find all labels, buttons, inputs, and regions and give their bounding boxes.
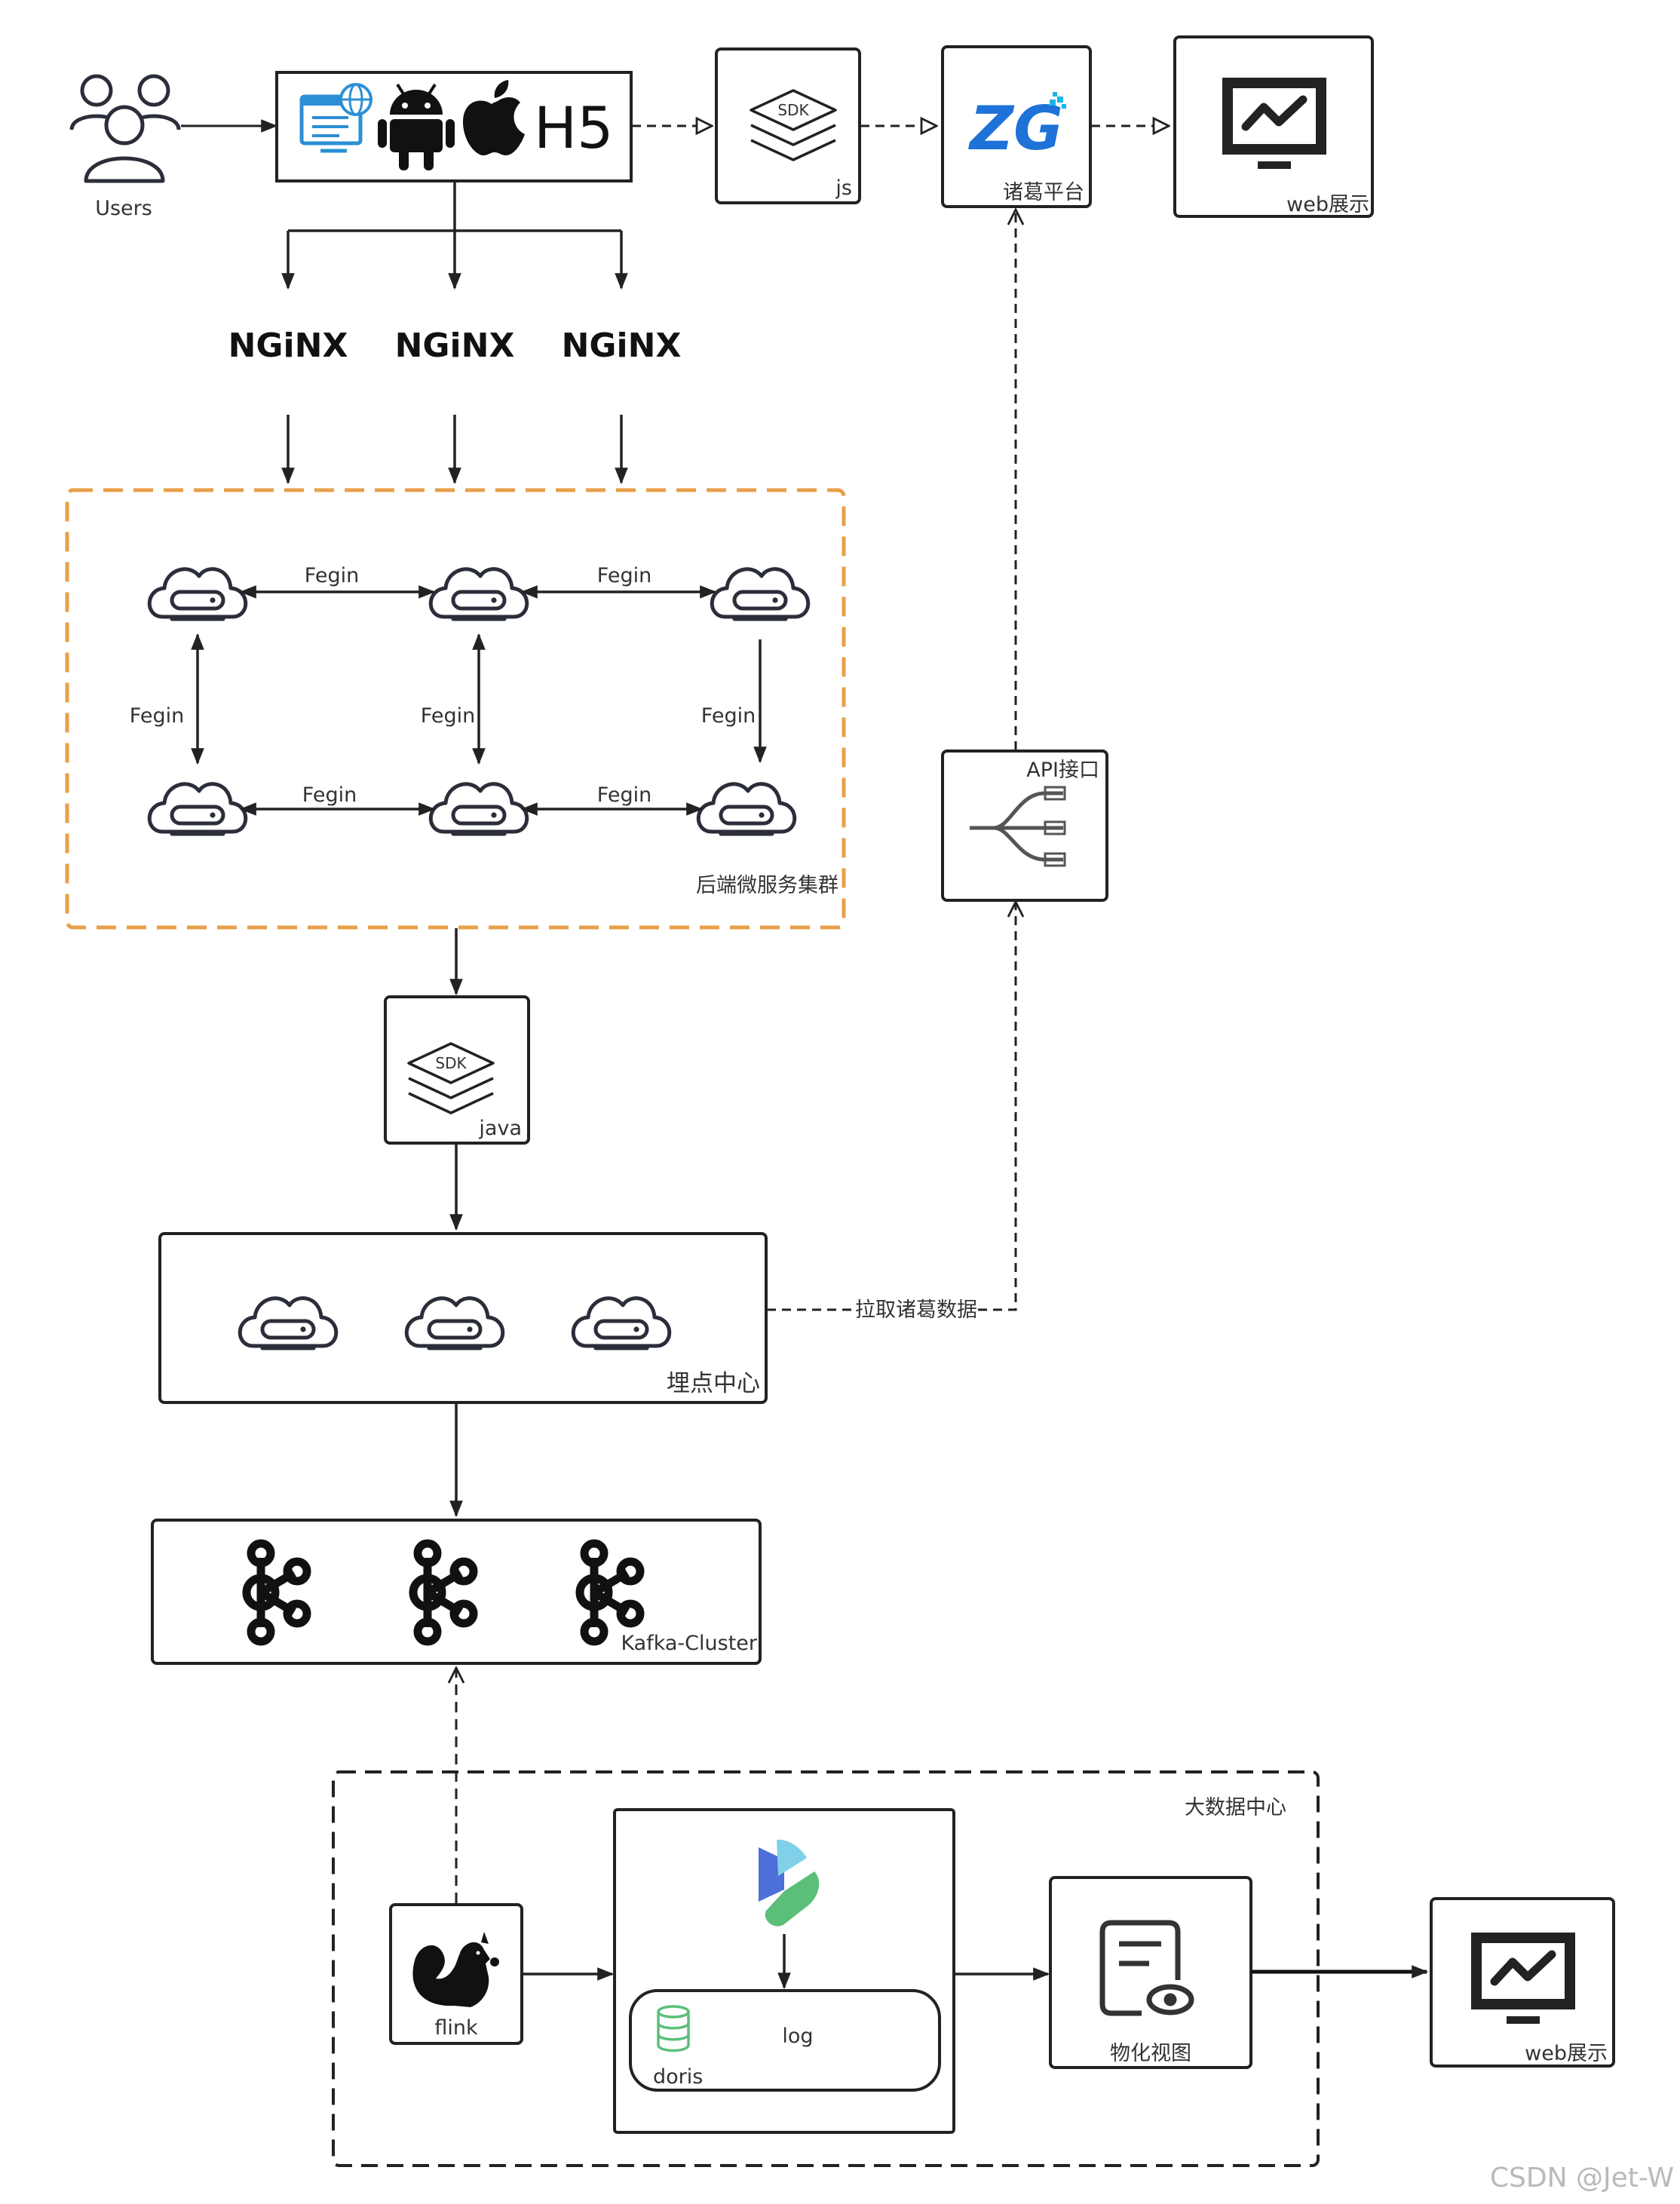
h5-label: H5 bbox=[534, 94, 614, 161]
log-label: log bbox=[782, 2025, 813, 2048]
sdk-js-node: SDK js bbox=[715, 48, 861, 204]
zg-logo: ZG bbox=[967, 93, 1063, 164]
fegin-label: Fegin bbox=[302, 783, 357, 807]
web-display-bottom-label: web展示 bbox=[1525, 2042, 1608, 2065]
database-icon bbox=[657, 2005, 690, 2052]
cluster-label: 后端微服务集群 bbox=[696, 874, 838, 897]
edges-nginx-cluster bbox=[281, 415, 628, 485]
cloud-server-icon bbox=[431, 569, 527, 619]
materialized-view-node: 物化视图 bbox=[1049, 1876, 1252, 2069]
cloud-server-icon bbox=[149, 784, 246, 834]
cloud-server-icon bbox=[698, 784, 795, 834]
cloud-server-icon bbox=[149, 569, 246, 619]
fegin-label: Fegin bbox=[597, 564, 651, 587]
client-platforms-node: H5 bbox=[275, 71, 633, 182]
web-display-top-label: web展示 bbox=[1286, 193, 1369, 216]
flink-squirrel-icon bbox=[412, 1932, 499, 2007]
nginx-2: NGiNX bbox=[395, 326, 515, 365]
users-node: Users bbox=[69, 74, 181, 220]
sdk-layers-icon: SDK bbox=[407, 1042, 495, 1114]
api-node: API接口 bbox=[941, 749, 1108, 902]
bigdata-center: 大数据中心 bbox=[332, 1770, 1320, 2167]
kafka-label: Kafka-Cluster bbox=[621, 1632, 757, 1655]
bigdata-label: 大数据中心 bbox=[1185, 1796, 1286, 1819]
fegin-label: Fegin bbox=[305, 564, 359, 587]
sdk-js-label: js bbox=[835, 176, 852, 200]
api-label: API接口 bbox=[1026, 759, 1099, 782]
fegin-label: Fegin bbox=[701, 704, 756, 728]
mv-label: 物化视图 bbox=[1110, 2042, 1191, 2065]
sdk-java-node: SDK java bbox=[384, 995, 530, 1145]
zhuge-platform-node: ZG 诸葛平台 bbox=[941, 45, 1092, 208]
tracking-center-node: 埋点中心 bbox=[158, 1232, 768, 1404]
sdk-java-label: java bbox=[478, 1117, 522, 1140]
apple-icon bbox=[463, 80, 525, 155]
edge-tracking-api: 拉取诸葛数据 bbox=[767, 902, 1016, 1324]
materialized-view-icon bbox=[1099, 1920, 1194, 2016]
fegin-label: Fegin bbox=[421, 704, 475, 728]
web-display-bottom-node: web展示 bbox=[1430, 1897, 1615, 2068]
kafka-cluster-node: Kafka-Cluster bbox=[151, 1519, 762, 1665]
cloud-server-icon bbox=[431, 784, 527, 834]
nginx-3: NGiNX bbox=[562, 326, 682, 365]
doris-log-box bbox=[629, 1989, 941, 2092]
sdk-layers-icon: SDK bbox=[750, 89, 837, 161]
sdk-js-badge: SDK bbox=[777, 101, 809, 119]
fegin-label: Fegin bbox=[130, 704, 184, 728]
android-icon bbox=[378, 83, 455, 170]
cloud-server-icon bbox=[712, 569, 808, 619]
web-display-top-node: web展示 bbox=[1173, 35, 1374, 218]
api-tree-icon bbox=[970, 786, 1066, 867]
edges-clients-nginx bbox=[281, 182, 628, 290]
doris-label: doris bbox=[653, 2065, 703, 2089]
zg-logo-dots bbox=[1050, 92, 1066, 109]
watermark: CSDN @Jet-W bbox=[1490, 2163, 1674, 2193]
tracking-center-label: 埋点中心 bbox=[667, 1370, 760, 1397]
pipeline-logo-icon bbox=[759, 1839, 820, 1927]
web-browser-icon bbox=[299, 83, 372, 153]
sdk-java-badge: SDK bbox=[435, 1054, 467, 1072]
pull-data-label: 拉取诸葛数据 bbox=[855, 1298, 977, 1322]
etl-doris-node: log doris bbox=[613, 1808, 955, 2134]
zhuge-platform-label: 诸葛平台 bbox=[1003, 181, 1084, 204]
users-label: Users bbox=[95, 197, 152, 220]
nginx-1: NGiNX bbox=[228, 326, 348, 365]
users-icon bbox=[69, 74, 181, 183]
flink-node: flink bbox=[389, 1903, 523, 2045]
microservice-cluster: 后端微服务集群 Fegin Fegin Fegin Fegin Fegin Fe… bbox=[65, 488, 846, 930]
fegin-label: Fegin bbox=[597, 783, 651, 807]
flink-label: flink bbox=[434, 2016, 478, 2040]
